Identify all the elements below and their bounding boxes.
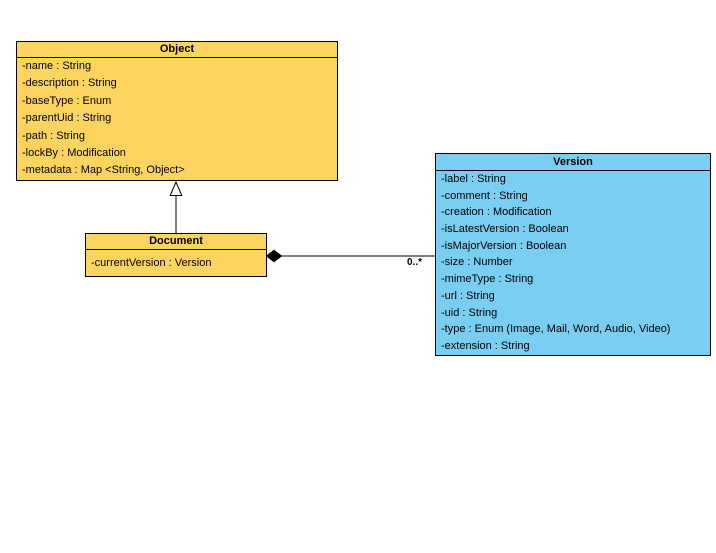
- class-attribute: -currentVersion : Version: [91, 257, 212, 269]
- class-attribute: -size : Number: [441, 256, 513, 269]
- class-attribute: -url : String: [441, 289, 495, 302]
- multiplicity-label: 0..*: [406, 257, 422, 268]
- class-attribute: -creation : Modification: [441, 206, 552, 219]
- class-version-attributes: -label : String -comment : String -creat…: [436, 171, 710, 355]
- class-attribute: -label : String: [441, 173, 506, 185]
- class-attribute: -name : String: [22, 60, 92, 72]
- class-document[interactable]: Document -currentVersion : Version: [85, 233, 267, 277]
- class-attribute: -type : Enum (Image, Mail, Word, Audio, …: [441, 323, 671, 336]
- class-document-attributes: -currentVersion : Version: [86, 250, 266, 276]
- class-attribute: -uid : String: [441, 306, 498, 319]
- class-version-title: Version: [436, 154, 710, 171]
- hollow-triangle-arrowhead: [169, 180, 183, 196]
- composition-edge[interactable]: [265, 249, 436, 263]
- class-attribute: -description : String: [22, 77, 117, 90]
- class-object[interactable]: Object -name : String -description : Str…: [16, 41, 338, 181]
- class-attribute: -path : String: [22, 129, 85, 142]
- class-object-title: Object: [17, 42, 337, 58]
- class-document-title: Document: [86, 234, 266, 250]
- class-attribute: -comment : String: [441, 189, 528, 202]
- class-attribute: -mimeType : String: [441, 273, 534, 286]
- class-attribute: -lockBy : Modification: [22, 146, 126, 159]
- class-attribute: -parentUid : String: [22, 112, 112, 125]
- class-attribute: -metadata : Map <String, Object>: [22, 164, 185, 177]
- generalization-edge[interactable]: [169, 180, 183, 233]
- filled-diamond: [265, 249, 283, 263]
- class-version[interactable]: Version -label : String -comment : Strin…: [435, 153, 711, 356]
- class-attribute: -isMajorVersion : Boolean: [441, 239, 567, 252]
- class-object-attributes: -name : String -description : String -ba…: [17, 58, 337, 180]
- class-attribute: -isLatestVersion : Boolean: [441, 223, 569, 236]
- class-attribute: -baseType : Enum: [22, 94, 112, 107]
- class-attribute: -extension : String: [441, 339, 530, 352]
